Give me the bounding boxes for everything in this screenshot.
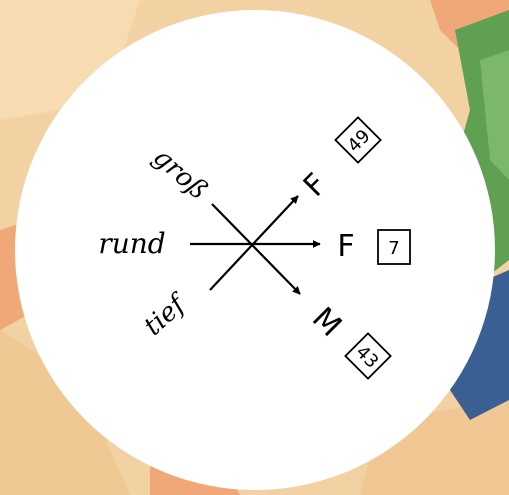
background-wash-bottom: [0, 330, 130, 495]
box-top: 49: [334, 116, 382, 164]
box-bottom: 43: [344, 332, 392, 380]
letter-middle: F: [337, 229, 354, 264]
box-middle: 7: [377, 229, 411, 265]
arrow-down: [211, 203, 301, 295]
main-circle: [15, 10, 495, 490]
word-middle: rund: [98, 227, 165, 260]
number-middle: 7: [388, 238, 399, 259]
figure-shirt-green-shade: [480, 50, 509, 180]
background-wash-left: [0, 0, 140, 120]
